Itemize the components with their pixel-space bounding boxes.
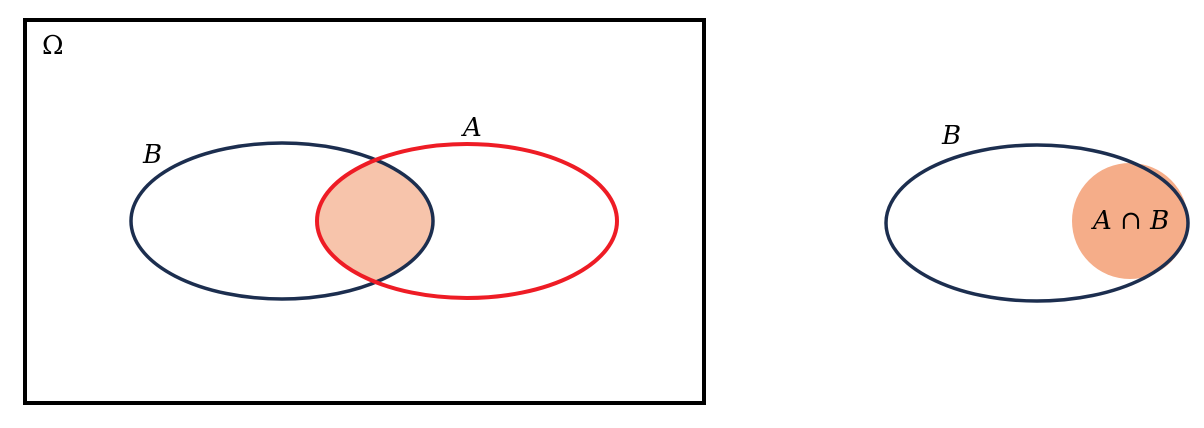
- intersection-circle-right: [1072, 163, 1188, 279]
- set-a-ellipse-left: [315, 142, 619, 300]
- intersection-label-right: A ∩ B: [1091, 206, 1169, 236]
- universe-label: Ω: [42, 31, 64, 61]
- set-a-label-left: A: [461, 113, 482, 143]
- set-b-label-right: B: [941, 121, 961, 151]
- intersection-region-left: [317, 144, 433, 298]
- set-b-label-left: B: [142, 140, 162, 170]
- set-b-ellipse-left: [129, 141, 435, 301]
- set-b-ellipse-right: [884, 143, 1190, 303]
